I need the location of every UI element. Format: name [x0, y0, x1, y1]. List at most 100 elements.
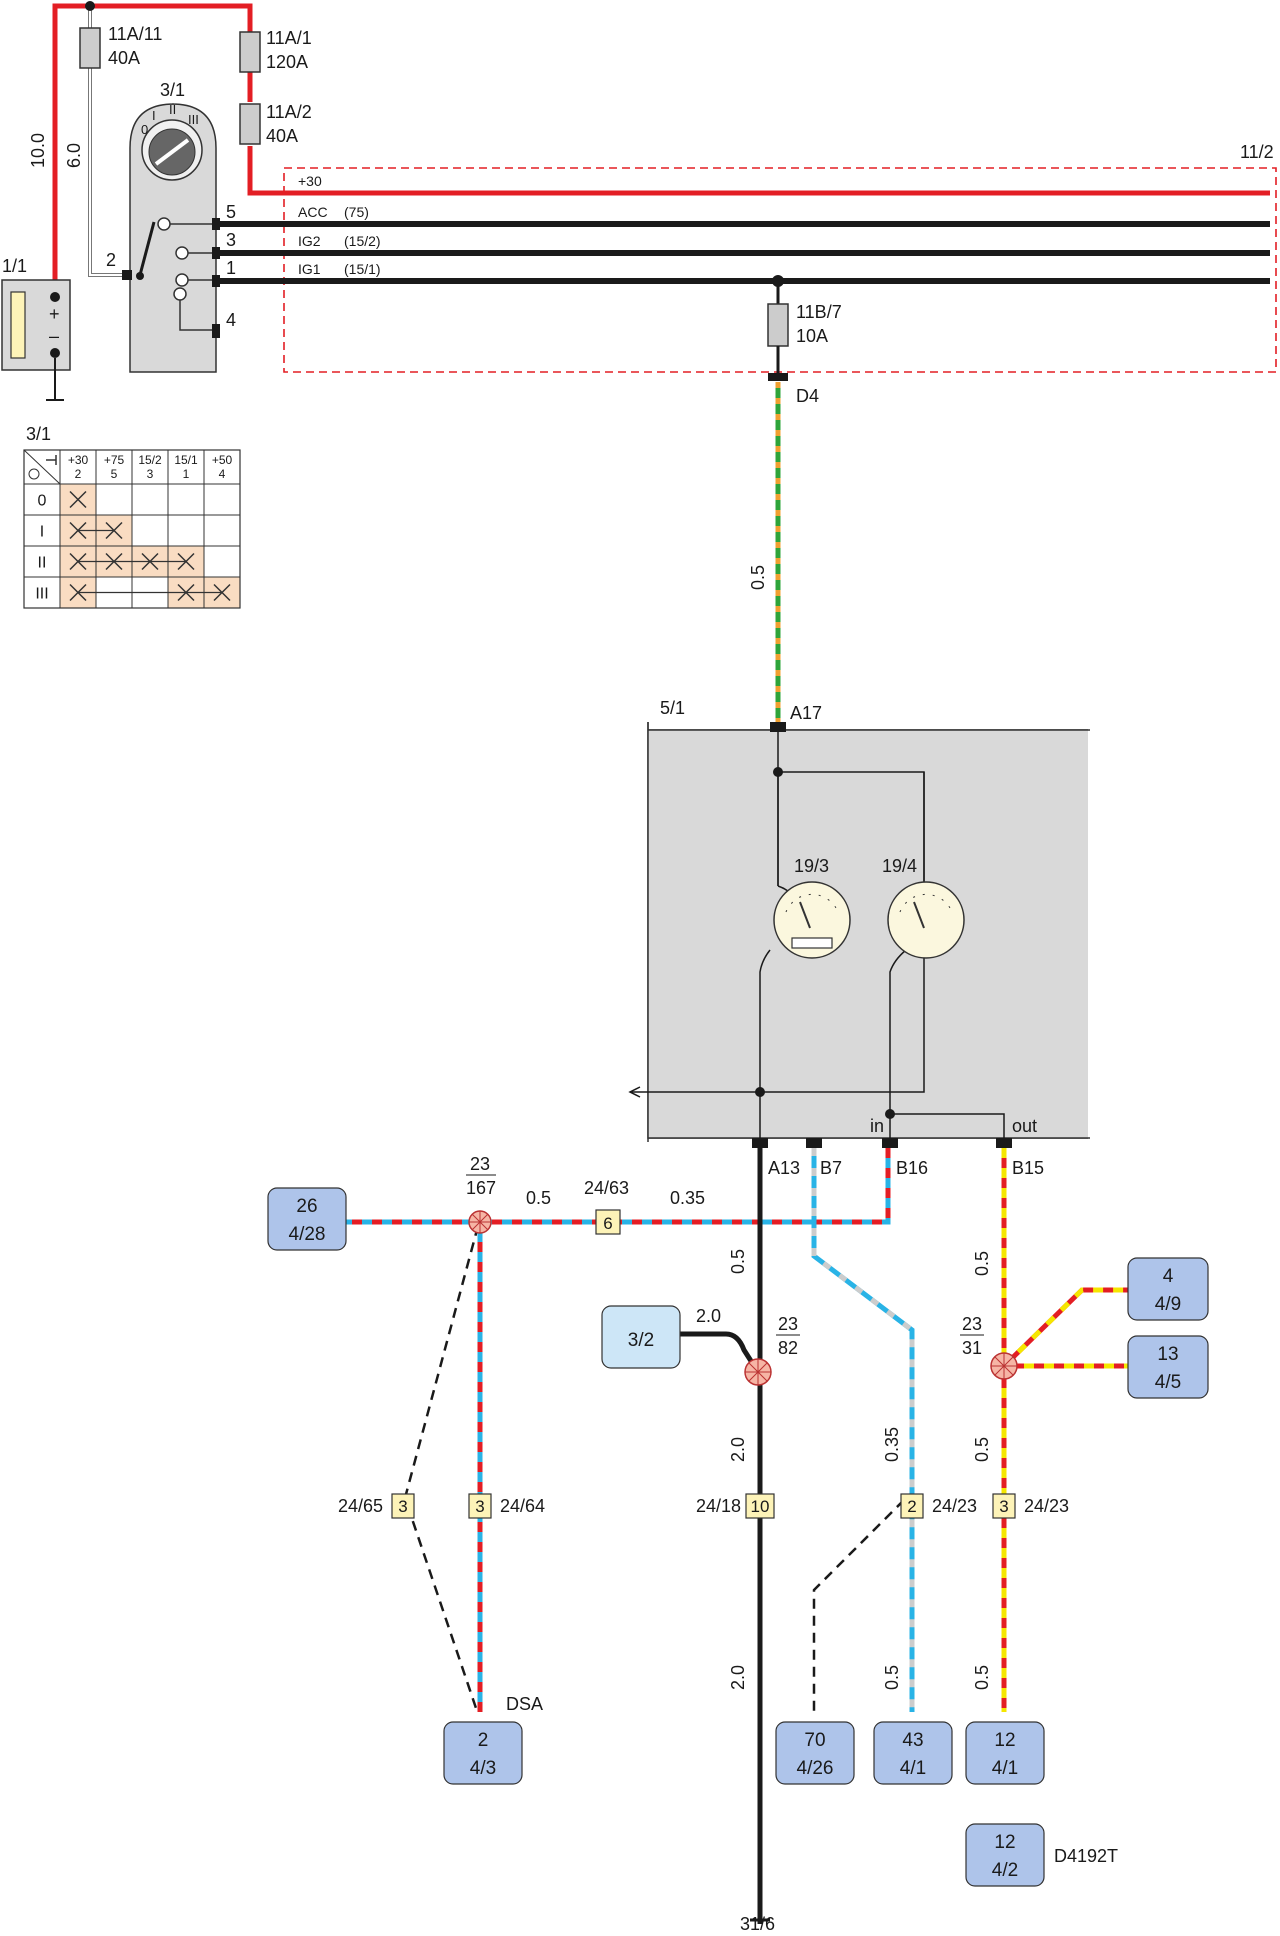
svg-text:13: 13: [1157, 1344, 1178, 1365]
svg-text:11A/11: 11A/11: [108, 24, 162, 44]
svg-text:12: 12: [994, 1730, 1015, 1751]
splice-23-31: 23 31: [960, 1314, 1018, 1380]
fuse-11B7: 11B/7 10A: [767, 302, 842, 347]
svg-text:24/64: 24/64: [500, 1496, 545, 1516]
svg-text:4/1: 4/1: [992, 1758, 1018, 1779]
junction-top: [85, 1, 95, 11]
table-contact-mark: [105, 521, 123, 540]
svg-text:2.0: 2.0: [728, 1437, 748, 1462]
svg-text:A17: A17: [790, 703, 822, 723]
svg-text:B15: B15: [1012, 1158, 1044, 1178]
component-2: 2 4/3: [443, 1721, 523, 1785]
table-contact-mark: [141, 552, 159, 571]
svg-text:(15/1): (15/1): [344, 261, 381, 277]
svg-text:23: 23: [778, 1314, 798, 1334]
svg-text:40A: 40A: [266, 126, 298, 146]
svg-text:10A: 10A: [796, 326, 828, 346]
svg-text:2: 2: [478, 1730, 489, 1751]
svg-text:40A: 40A: [108, 48, 140, 68]
table-header-terminal: 15/2: [138, 453, 162, 467]
svg-text:24/63: 24/63: [584, 1178, 629, 1198]
svg-text:4: 4: [226, 310, 236, 330]
svg-text:+: +: [49, 304, 60, 324]
table-corner-diagonal: [23, 449, 61, 485]
table-contact-mark: [69, 521, 87, 540]
svg-text:2: 2: [907, 1497, 916, 1516]
connector-24-23-b: 3 24/23: [992, 1493, 1069, 1519]
svg-text:(15/2): (15/2): [344, 233, 381, 249]
svg-text:2.0: 2.0: [728, 1665, 748, 1690]
svg-text:3: 3: [999, 1497, 1008, 1516]
svg-text:ACC: ACC: [298, 204, 328, 220]
table-contact-mark: [177, 552, 195, 571]
svg-text:24/18: 24/18: [696, 1496, 741, 1516]
instrument-cluster: 5/1 A17 19/3 19/4 in out A13 B7: [628, 698, 1090, 1178]
dsa-label: DSA: [506, 1694, 543, 1714]
table-contact-mark: [177, 583, 195, 602]
table-row-position: 0: [38, 493, 47, 510]
supply-wires: [52, 3, 1270, 282]
svg-text:4/5: 4/5: [1155, 1372, 1181, 1393]
svg-text:–: –: [49, 326, 59, 346]
ignition-switch: 3/1 0 I II III 2 5 3 1 4: [106, 80, 236, 373]
fuse-11A11: 11A/11 40A: [79, 24, 162, 69]
fuse-11A2: 11A/2 40A: [239, 102, 312, 146]
svg-text:0.5: 0.5: [972, 1251, 992, 1276]
svg-text:19/4: 19/4: [882, 856, 917, 876]
component-4: 4 4/9: [1127, 1257, 1209, 1321]
svg-text:I: I: [152, 108, 156, 123]
svg-text:3: 3: [226, 230, 236, 250]
svg-text:70: 70: [804, 1730, 825, 1751]
svg-text:A13: A13: [768, 1158, 800, 1178]
fusebox-border: [283, 167, 1277, 373]
connector-D4: D4: [796, 386, 819, 406]
connector-24-65: 3 24/65: [338, 1493, 415, 1519]
svg-text:0.5: 0.5: [526, 1188, 551, 1208]
svg-text:12: 12: [994, 1832, 1015, 1853]
svg-text:10: 10: [751, 1497, 770, 1516]
wire-labels: 0.5 24/63 0.35 0.5 2.0 2.0 2.0 0.35 0.5 …: [526, 1178, 992, 1690]
svg-text:26: 26: [296, 1196, 317, 1217]
svg-text:IG2: IG2: [298, 233, 321, 249]
table-contact-mark: [69, 552, 87, 571]
svg-text:4/9: 4/9: [1155, 1294, 1181, 1315]
fusebox-label: 11/2: [1240, 142, 1274, 162]
table-contact-mark: [213, 583, 231, 602]
svg-text:167: 167: [466, 1178, 496, 1198]
svg-text:0.35: 0.35: [882, 1427, 902, 1462]
component-12-b: 12 4/2: [965, 1823, 1045, 1887]
terminal-icon: [46, 455, 57, 465]
connector-24-23-a: 2 24/23: [900, 1493, 977, 1519]
svg-text:31: 31: [962, 1338, 982, 1358]
table-header-pin: 3: [147, 467, 154, 481]
svg-text:4/3: 4/3: [470, 1758, 496, 1779]
table-header-terminal: +75: [104, 453, 125, 467]
svg-text:2.0: 2.0: [696, 1306, 721, 1326]
table-header-terminal: +30: [68, 453, 89, 467]
connector-24-18: 10 24/18: [696, 1493, 775, 1519]
svg-text:3/1: 3/1: [26, 424, 51, 444]
svg-text:5/1: 5/1: [660, 698, 685, 718]
table-header-pin: 5: [111, 467, 118, 481]
svg-text:II: II: [169, 102, 176, 117]
connector-24-64: 3 24/64: [468, 1493, 545, 1519]
table-row-position: I: [40, 524, 44, 541]
svg-text:B16: B16: [896, 1158, 928, 1178]
splice-23-167: 23 167: [466, 1154, 496, 1234]
svg-text:3: 3: [475, 1497, 484, 1516]
svg-text:11B/7: 11B/7: [796, 302, 842, 322]
battery: 1/1 + –: [1, 256, 71, 401]
svg-text:0.35: 0.35: [670, 1188, 705, 1208]
svg-text:1/1: 1/1: [2, 256, 27, 276]
svg-text:19/3: 19/3: [794, 856, 829, 876]
table-header-terminal: 15/1: [174, 453, 198, 467]
svg-text:3: 3: [398, 1497, 407, 1516]
svg-text:3/1: 3/1: [160, 80, 185, 100]
wire-label-6: 6.0: [64, 143, 84, 168]
svg-text:24/65: 24/65: [338, 1496, 383, 1516]
svg-text:0: 0: [141, 122, 148, 137]
table-header-pin: 1: [183, 467, 190, 481]
svg-text:in: in: [870, 1116, 884, 1136]
component-13: 13 4/5: [1127, 1335, 1209, 1399]
